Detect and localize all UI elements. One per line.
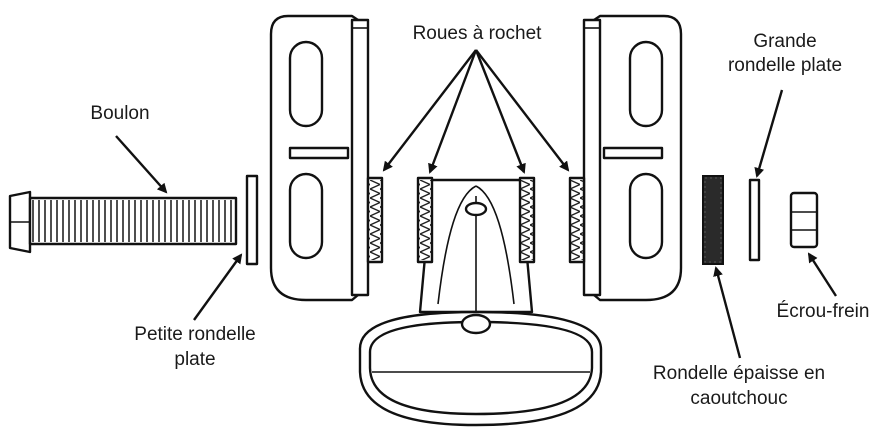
transducer-mount xyxy=(358,176,603,427)
callout-arrows xyxy=(115,49,838,359)
rubber-washer xyxy=(702,175,724,265)
large-flat-washer xyxy=(748,178,761,262)
label-small-washer-line1: Petite rondelle xyxy=(134,324,256,345)
bolt xyxy=(8,190,238,254)
label-rubber-washer-line2: caoutchouc xyxy=(690,388,788,409)
label-small-washer-line2: plate xyxy=(174,349,216,370)
label-lock-nut: Écrou-frein xyxy=(776,301,870,322)
small-flat-washer xyxy=(245,174,259,266)
label-large-washer-line1: Grande xyxy=(753,31,817,52)
label-ratchets: Roues à rochet xyxy=(412,23,542,44)
label-rubber-washer-line1: Rondelle épaisse en xyxy=(652,363,826,384)
lock-nut xyxy=(789,191,819,249)
label-large-washer-line2: rondelle plate xyxy=(727,55,843,76)
left-bracket xyxy=(269,14,384,302)
label-bolt: Boulon xyxy=(90,103,150,124)
right-bracket xyxy=(568,14,683,302)
